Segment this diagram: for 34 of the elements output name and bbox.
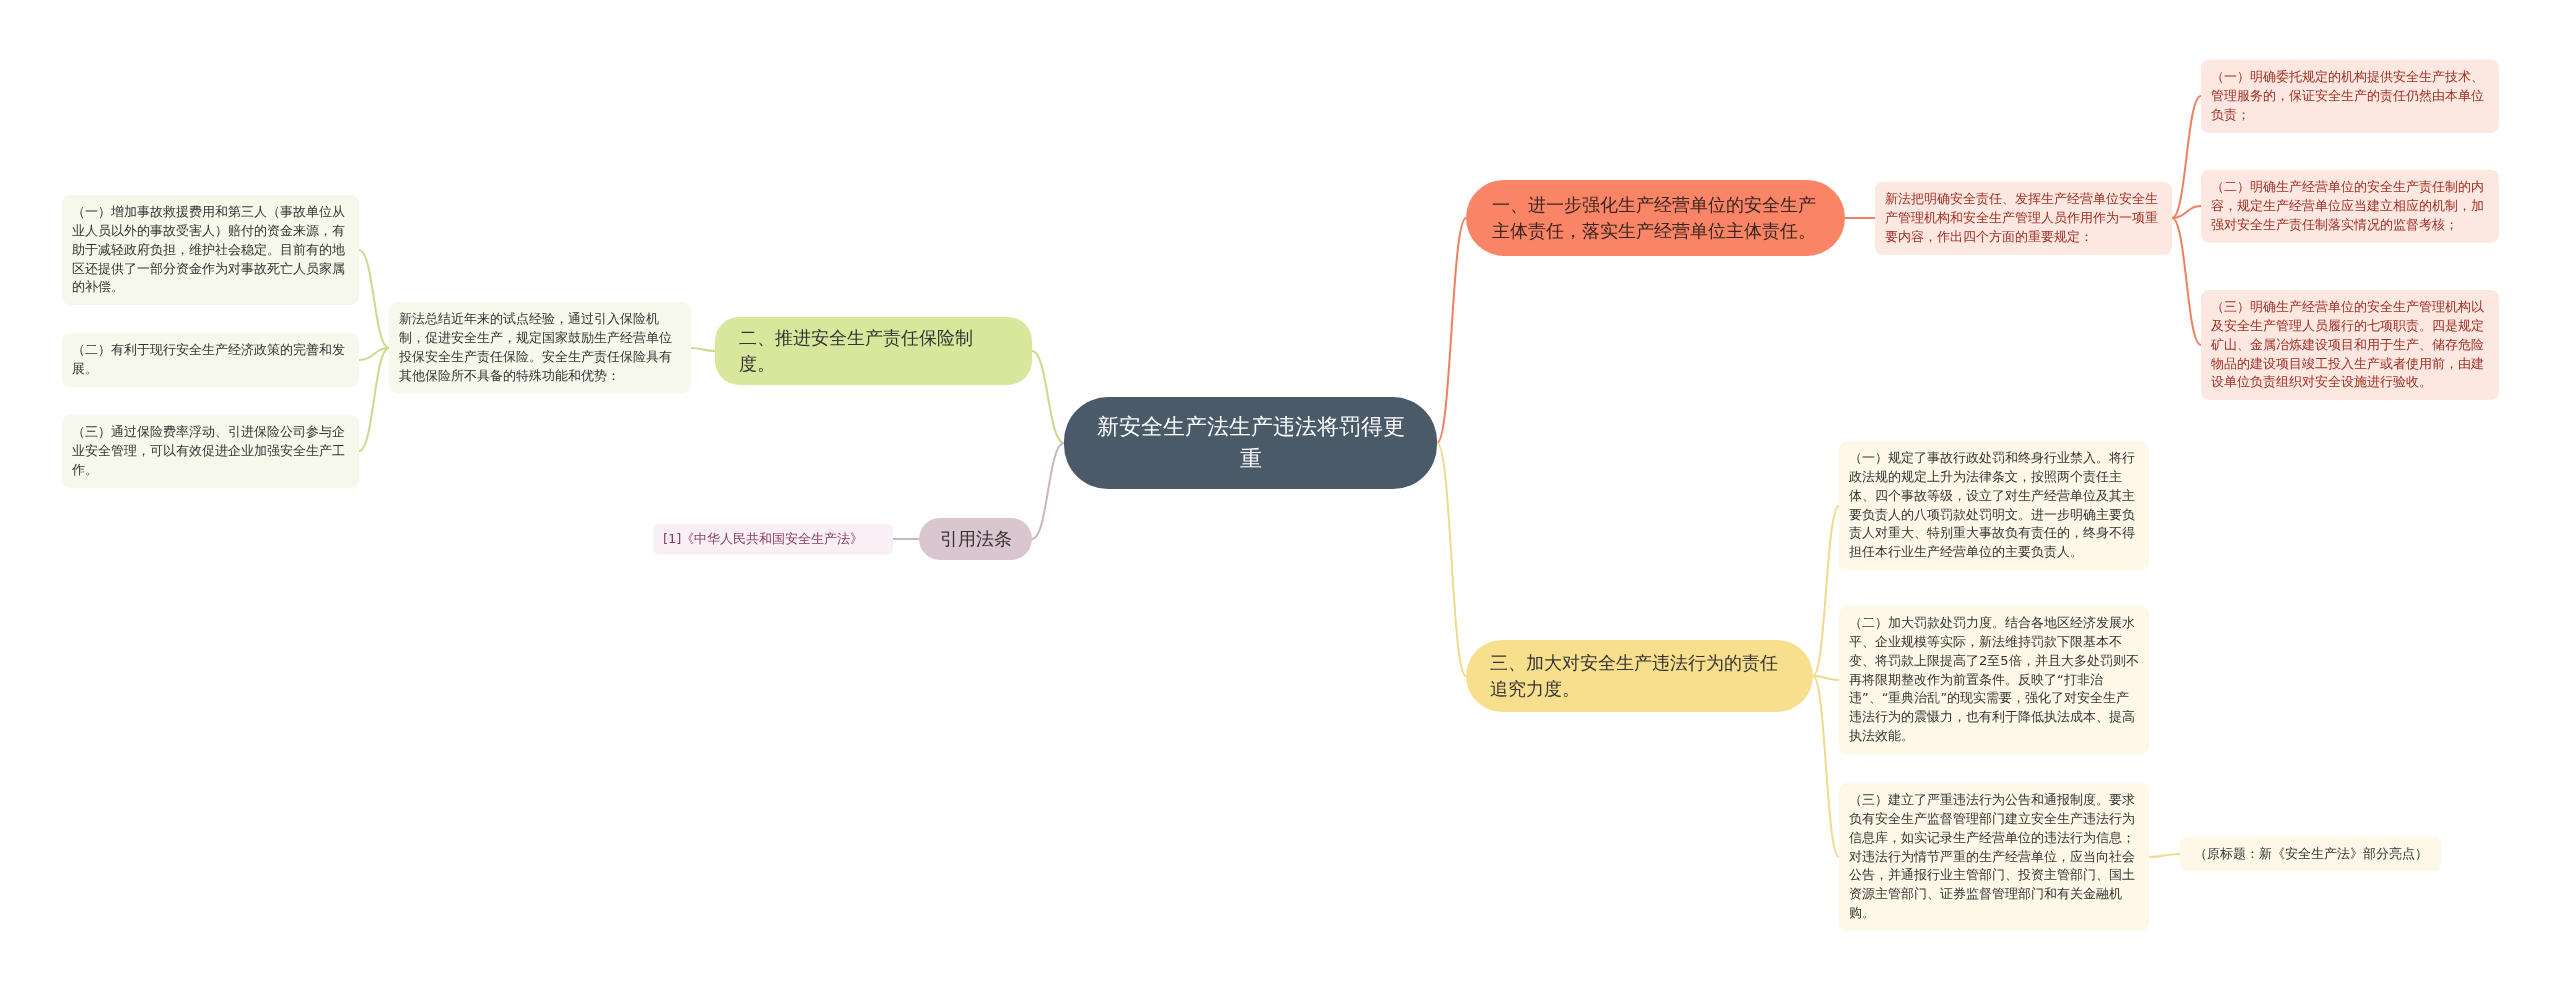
connector-line xyxy=(892,538,920,540)
connector-line xyxy=(690,347,716,352)
note-card: （二）有利于现行安全生产经济政策的完善和发展。 xyxy=(62,333,359,387)
topic-pill: 二、推进安全生产责任保险制度。 xyxy=(715,316,1032,386)
connector-line xyxy=(2171,205,2202,219)
note-card: （一）增加事故救援费用和第三人（事故单位从业人员以外的事故受害人）赔付的资金来源，有助于减轻政府负担，维护社会稳定。目前有的地区还提供了一部分资金作为对事故死亡人员家属的补偿。 xyxy=(62,194,359,306)
topic-pill: 引用法条 xyxy=(919,517,1032,561)
note-card: （原标题：新《安全生产法》部分亮点） xyxy=(2180,836,2441,872)
note-card: （一）规定了事故行政处罚和终身行业禁入。将行政法规的规定上升为法律条文，按照两个责任主体、四个事故等级，设立了对生产经营单位及其主要负责人的八项罚款处罚明文。进一步明确主要负责人对重大、特别重大事故负有责任的，终身不得担任本行业生产经营单位的主要负责人。 xyxy=(1839,441,2149,571)
note-card: （三）通过保险费率浮动、引进保险公司参与企业安全管理，可以有效促进企业加强安全生产工作。 xyxy=(62,414,359,488)
topic-pill: 一、进一步强化生产经营单位的安全生产主体责任，落实生产经营单位主体责任。 xyxy=(1466,179,1845,257)
connector-line xyxy=(1031,442,1065,540)
note-card: （一）明确委托规定的机构提供安全生产技术、管理服务的，保证安全生产的责任仍然由本单位负责； xyxy=(2201,59,2499,133)
connector-line xyxy=(1436,217,1467,444)
note-card: 新法把明确安全责任、发挥生产经营单位安全生产管理机构和安全生产管理人员作用作为一项重要内容，作出四个方面的重要规定： xyxy=(1875,181,2172,255)
connector-line xyxy=(1812,505,1840,677)
connector-line xyxy=(2171,217,2202,346)
note-card: （二）加大罚款处罚力度。结合各地区经济发展水平、企业规模等实际，新法维持罚款下限基本不变、将罚款上限提高了2至5倍，并且大多处罚则不再将限期整改作为前置条件。反映了“打非治违”、“重典治乱”的现实需要，强化了对安全生产违法行为的震慑力，也有利于降低执法成本、提高执法效能。 xyxy=(1839,606,2149,754)
connector-line xyxy=(1812,675,1840,681)
connector-line xyxy=(2171,95,2202,219)
note-card: （三）明确生产经营单位的安全生产管理机构以及安全生产管理人员履行的七项职责。四是规定矿山、金属冶炼建设项目和用于生产、储存危险物品的建设项目竣工投入生产或者使用前，由建设单位负责组织对安全设施进行验收。 xyxy=(2201,289,2499,401)
connector-line xyxy=(358,249,390,349)
note-card: [1]《中华人民共和国安全生产法》 xyxy=(653,523,893,555)
connector-line xyxy=(1844,217,1876,219)
note-card: （三）建立了严重违法行为公告和通报制度。要求负有安全生产监督管理部门建立安全生产违法行为信息库，如实记录生产经营单位的违法行为信息；对违法行为情节严重的生产经营单位，应当向社会公告，并通报行业主管部门、投资主管部门、国土资源主管部门、证券监督管理部门和有关金融机购。 xyxy=(1839,783,2149,931)
note-card: （二）明确生产经营单位的安全生产责任制的内容，规定生产经营单位应当建立相应的机制，加强对安全生产责任制落实情况的监督考核； xyxy=(2201,169,2499,243)
connector-line xyxy=(1812,675,1840,858)
topic-pill: 三、加大对安全生产违法行为的责任追究力度。 xyxy=(1466,639,1813,713)
connector-line xyxy=(1031,350,1065,444)
connector-line xyxy=(1436,442,1467,677)
connector-line xyxy=(358,347,390,452)
note-card: 新法总结近年来的试点经验，通过引入保险机制，促进安全生产，规定国家鼓励生产经营单位投保安全生产责任保险。安全生产责任保险具有其他保险所不具备的特殊功能和优势： xyxy=(389,302,691,394)
connector-line xyxy=(2148,853,2181,858)
central-topic: 新安全生产法生产违法将罚得更重 xyxy=(1064,397,1437,489)
